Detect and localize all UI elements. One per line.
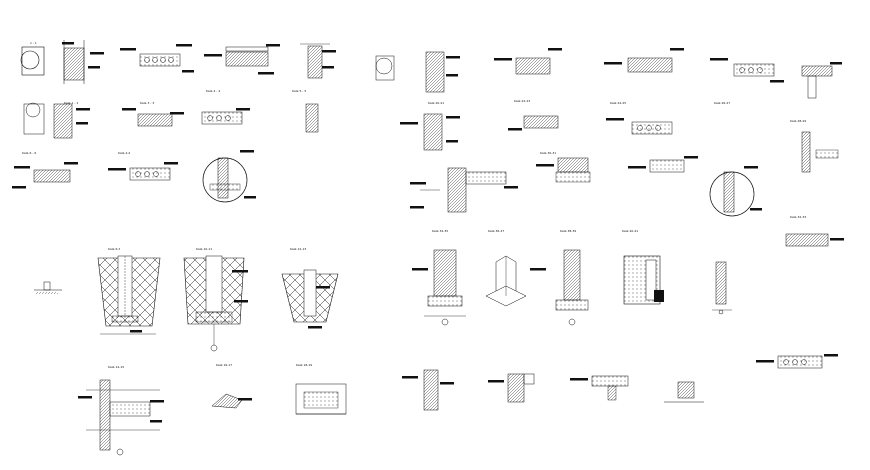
column-1: Kėlė 34-35 [412,229,466,326]
foundation-3: Kėlė 12-13 [281,247,339,329]
caption-c05: Kėlė 5 - 5 [292,89,306,93]
detail-right-slab-7 [628,156,698,173]
caption-c12: Kėlė 16-17 [216,363,232,367]
caption-c02: Kėlė 1 - 1 [64,101,78,105]
detail-right-1: Kėlė 20-21 [375,51,460,105]
detail-right-eaves [410,167,518,213]
caption-c20: Kėlė 32-33 [790,215,806,219]
detail-right-mid-far: Kėlė 32-33 [785,215,844,247]
detail-bottom-2: Kėlė 16-17 [211,363,252,409]
detail-right-slab-2: Kėlė 24-25 [604,48,684,105]
caption-c16: Kėlė 24-25 [610,101,626,105]
caption-c13: Kėlė 18-19 [296,363,312,367]
detail-wall-1 [300,43,336,79]
foundation-1: Kėlė 6-7 [97,247,161,335]
detail-right-slab-3: Kėlė 26-27 [710,58,784,105]
detail-right-slab-1: Kėlė 22-23 [494,48,562,103]
caption-c07: Kėlė 2-2 [118,151,130,155]
detail-wall-2: Kėlė 5 - 5 [292,89,319,133]
detail-right-bottom-2 [488,373,535,403]
detail-slab-6: Kėlė 2-2 [108,151,178,181]
detail-bottom-3: Kėlė 18-19 [295,363,347,415]
detail-right-slab-4 [508,115,559,131]
foundation-2: Kėlė 10-11 [183,247,248,352]
caption-c22: Kėlė 36-37 [488,229,504,233]
caption-c06: Kėlė 6 - 6 [22,151,36,155]
column-3 [712,261,732,315]
detail-slab-2 [204,44,280,75]
detail-right-bottom-4 [664,381,704,403]
caption-c03: Kėlė 3 - 3 [140,101,154,105]
detail-slab-4: Kėlė 4 - 4 [201,89,250,125]
foundation-small [34,281,62,294]
caption-c19: Kėlė 30-31 [540,151,556,155]
detail-left-1: 1 - 1 [20,40,104,84]
caption-c09: Kėlė 10-11 [196,247,212,251]
detail-callout-1 [202,150,256,203]
detail-slab-3: Kėlė 3 - 3 [122,101,184,127]
detail-right-bottom-5 [756,354,838,369]
caption-c08: Kėlė 6-7 [108,247,120,251]
detail-right-slab-5 [606,118,673,135]
detail-right-2 [400,113,460,151]
caption-c11: Kėlė 14-15 [108,365,124,369]
detail-slab-5: Kėlė 6 - 6 [12,151,78,189]
detail-right-bottom-3 [570,375,629,401]
caption-c01: 1 - 1 [30,41,37,45]
detail-right-slab-6: Kėlė 30-31 [536,151,591,183]
detail-right-top-far [801,62,842,99]
detail-slab-1 [120,44,194,73]
caption-c10: Kėlė 12-13 [290,247,306,251]
caption-c14: Kėlė 20-21 [428,101,444,105]
detail-right-bottom-1 [402,369,454,411]
column-iso: Kėlė 36-37 [485,229,527,307]
detail-bottom-1: Kėlė 14-15 [78,365,164,456]
caption-c23: Kėlė 38-39 [560,229,576,233]
anchor-plate: Kėlė 40-41 [622,229,664,305]
caption-c04: Kėlė 4 - 4 [206,89,220,93]
detail-right-wall-far: Kėlė 28-29 [790,119,839,173]
detail-right-callout [709,166,762,217]
caption-c17: Kėlė 26-27 [714,101,730,105]
caption-c18: Kėlė 28-29 [790,119,806,123]
caption-c24: Kėlė 40-41 [622,229,638,233]
detail-left-2: Kėlė 1 - 1 [23,101,90,139]
caption-c15: Kėlė 22-23 [514,99,530,103]
caption-c21: Kėlė 34-35 [432,229,448,233]
column-2: Kėlė 38-39 [530,229,589,326]
